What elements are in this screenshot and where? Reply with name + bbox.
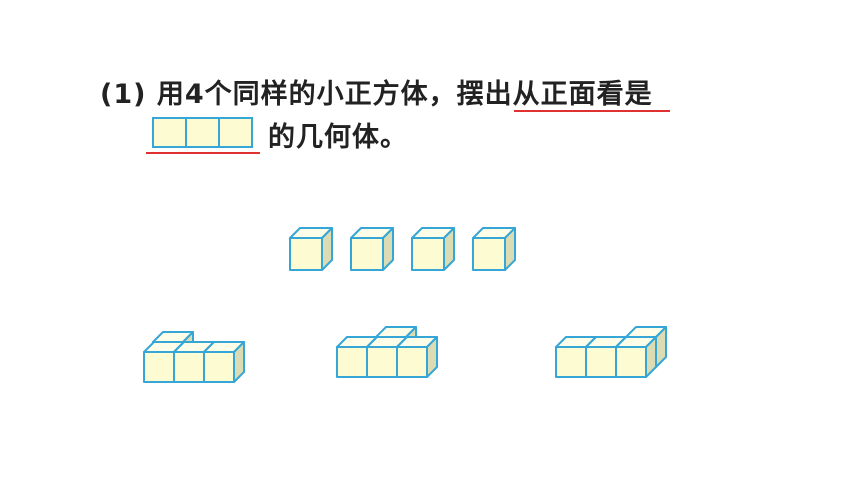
- step-solid-icon: [555, 326, 667, 378]
- cube-front-face: [585, 346, 617, 378]
- red-underline-1: [514, 110, 670, 112]
- red-underline-2: [146, 152, 260, 154]
- question-text-part2: 的几何体。: [268, 122, 408, 153]
- cube-front-face: [472, 237, 506, 271]
- cube-front-face: [203, 351, 235, 383]
- cube-front-face: [555, 346, 587, 378]
- front-view-three-squares-icon: [152, 117, 253, 148]
- cube-front-face: [143, 351, 175, 383]
- cube-front-face: [350, 237, 384, 271]
- question-line-1: (1) 用4个同样的小正方体，摆出从正面看是: [100, 72, 653, 111]
- question-line-2: 的几何体。: [268, 115, 408, 154]
- single-cubes-row: [289, 227, 516, 271]
- l-shape-solid-icon: [143, 331, 245, 383]
- question-text-part1: 用4个同样的小正方体，: [156, 79, 457, 110]
- cube-front-face: [396, 346, 428, 378]
- question-text-underlined: 摆出从正面看是: [456, 79, 653, 110]
- t-shape-solid-icon: [336, 326, 438, 378]
- cube-front-face: [411, 237, 445, 271]
- cube-front-face: [289, 237, 323, 271]
- cube-front-face: [366, 346, 398, 378]
- cube-front-face: [336, 346, 368, 378]
- question-number: (1): [100, 79, 147, 110]
- cube-front-face: [173, 351, 205, 383]
- cube-front-face: [615, 346, 647, 378]
